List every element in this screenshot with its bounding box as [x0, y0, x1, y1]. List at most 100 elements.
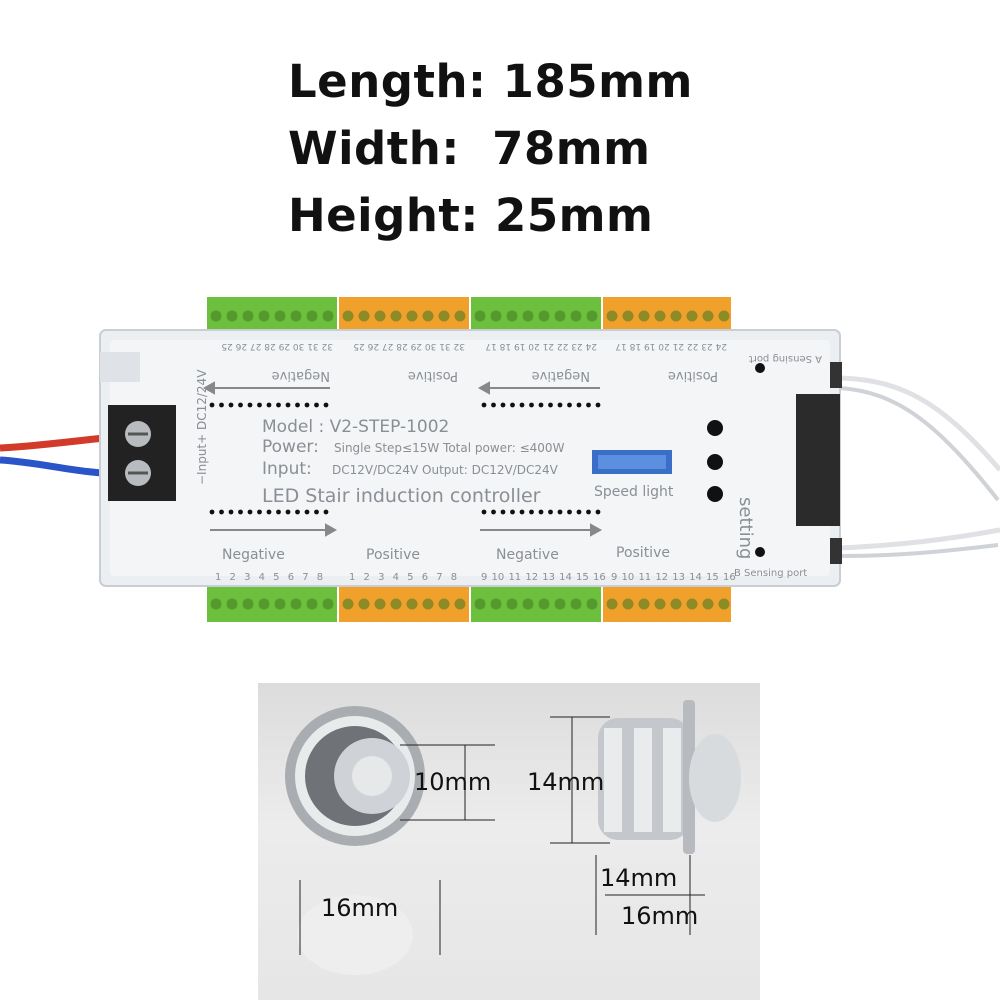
setting-button-3 — [707, 486, 723, 502]
bottom-group-3: Negative — [496, 547, 559, 563]
led-dot — [538, 509, 544, 515]
bottom-numbers-3: 9 10 11 12 13 14 15 16 — [481, 572, 606, 583]
led-dot — [266, 402, 272, 408]
led-dot — [304, 402, 310, 408]
led-dot — [304, 509, 310, 515]
led-dot — [285, 509, 291, 515]
led-dot — [491, 509, 496, 515]
top-group-1: Negative — [272, 368, 330, 383]
height-spec: Height: 25mm — [288, 189, 654, 242]
terminal-screw — [474, 598, 486, 610]
speed-light-label: Speed light — [594, 484, 674, 500]
terminal-screw — [454, 310, 466, 322]
led-dot — [586, 509, 591, 515]
top-terminal-screws — [210, 310, 730, 322]
bottom-numbers-2: 1 2 3 4 5 6 7 8 — [349, 572, 457, 583]
led-dot — [228, 402, 234, 408]
arrows — [202, 381, 603, 537]
terminal-screw — [390, 598, 402, 610]
terminal-screw — [522, 310, 534, 322]
led-dot — [257, 402, 262, 408]
terminal-screw — [702, 310, 714, 322]
side-base-dimension: 14mm — [600, 864, 678, 892]
input-value: DC12V/DC24V Output: DC12V/DC24V — [332, 463, 559, 477]
port-a-connector — [830, 362, 842, 388]
input-label: Input: — [262, 459, 312, 479]
terminal-screw — [638, 598, 650, 610]
power-label: Power: — [262, 437, 319, 457]
terminal-screw — [654, 598, 666, 610]
side-body-dimension: 14mm — [527, 768, 605, 796]
terminal-screw — [242, 310, 254, 322]
product-name: LED Stair induction controller — [262, 485, 541, 507]
dimension-lines — [299, 716, 705, 955]
terminal-screw — [226, 310, 238, 322]
top-numbers-4: 24 23 22 21 20 19 18 17 — [615, 341, 727, 351]
led-dot — [266, 509, 272, 515]
led-dot — [548, 509, 553, 515]
terminal-screw — [622, 310, 634, 322]
led-dot — [595, 402, 601, 408]
dot-rows — [209, 402, 601, 515]
top-group-2: Positive — [408, 368, 458, 383]
side-sensor-lens — [689, 734, 741, 822]
setting-label: setting — [735, 497, 756, 559]
terminal-screw — [290, 310, 302, 322]
terminal-screw — [670, 310, 682, 322]
led-dot — [209, 509, 215, 515]
terminal-screw — [702, 598, 714, 610]
terminal-screw — [506, 598, 518, 610]
side-sensor-flange — [683, 700, 695, 854]
input-side-label: −Input+ DC12/24V — [195, 369, 209, 485]
terminal-screw — [226, 598, 238, 610]
led-dot — [295, 402, 300, 408]
terminal-screw — [586, 310, 598, 322]
terminal-screw — [290, 598, 302, 610]
sensor-wire-b2 — [839, 543, 999, 558]
port-b-indicator — [755, 547, 765, 557]
a-port-label: A Sensing port — [749, 353, 822, 364]
terminal-screw — [390, 310, 402, 322]
sensor-connector — [796, 394, 840, 526]
power-value: Single Step≤15W Total power: ≤400W — [334, 441, 565, 455]
led-dot — [548, 402, 553, 408]
terminal-screw — [274, 598, 286, 610]
led-dot — [247, 402, 253, 408]
led-dot — [276, 509, 281, 515]
led-dot — [586, 402, 591, 408]
width-spec: Width: 78mm — [288, 122, 651, 175]
side-outer-dimension: 16mm — [621, 902, 699, 930]
terminal-screw — [586, 598, 598, 610]
led-dot — [576, 402, 582, 408]
led-dot — [519, 509, 525, 515]
controller-illustration: Model : V2-STEP-1002 Power: Single Step≤… — [0, 297, 1000, 622]
terminal-screw — [506, 310, 518, 322]
terminal-screw — [210, 598, 222, 610]
terminal-screw — [406, 310, 418, 322]
sensor-wire-a2 — [839, 386, 1000, 502]
terminal-screw — [718, 310, 730, 322]
controller-face — [110, 340, 830, 576]
led-dot — [538, 402, 544, 408]
terminal-screw — [686, 598, 698, 610]
bottom-numbers-1: 1 2 3 4 5 6 7 8 — [215, 572, 323, 583]
top-numbers-2: 32 31 30 29 28 27 26 25 — [353, 341, 465, 351]
model-label: Model : V2-STEP-1002 — [262, 417, 449, 437]
top-group-4: Positive — [668, 368, 718, 383]
terminal-screw — [438, 598, 450, 610]
terminal-screw — [638, 310, 650, 322]
terminal-screw — [322, 598, 334, 610]
led-dot — [500, 402, 506, 408]
terminal-screw — [570, 598, 582, 610]
terminal-screw — [538, 310, 550, 322]
bottom-group-1: Negative — [222, 547, 285, 563]
terminal-screw — [210, 310, 222, 322]
led-dot — [595, 509, 601, 515]
led-dot — [529, 509, 534, 515]
led-dot — [481, 402, 487, 408]
led-dot — [295, 509, 300, 515]
terminal-screw — [454, 598, 466, 610]
setting-button-2 — [707, 454, 723, 470]
terminal-screw — [358, 598, 370, 610]
dimension-specs: Length: 185mm Width: 78mm Height: 25mm — [288, 48, 693, 249]
